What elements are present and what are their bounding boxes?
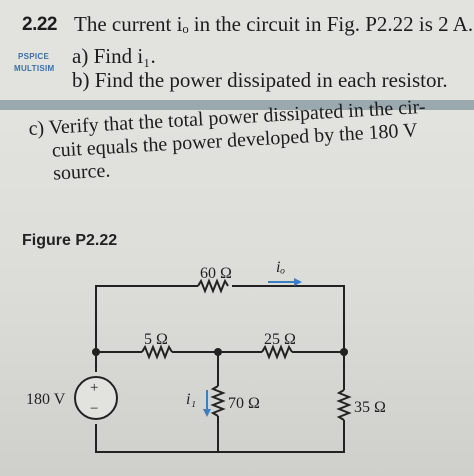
resistor-35 (336, 389, 352, 421)
section-divider (0, 100, 474, 110)
label-25-ohm: 25 Ω (264, 331, 296, 348)
resistor-70 (210, 385, 226, 417)
problem-statement: The current iₒ in the circuit in Fig. P2… (74, 12, 474, 36)
resistor-60 (197, 278, 229, 294)
label-180-volt: 180 V (26, 391, 66, 408)
label-60-ohm: 60 Ω (200, 265, 232, 282)
figure-title: Figure P2.22 (22, 232, 118, 249)
voltage-source (74, 376, 118, 420)
junction-middle (214, 348, 222, 356)
source-minus: − (90, 401, 98, 417)
resistor-25 (261, 344, 293, 360)
part-b: b) Find the power dissipated in each res… (72, 68, 448, 92)
circuit-wires (95, 285, 345, 453)
label-35-ohm: 35 Ω (354, 399, 386, 416)
label-io: iₒ (276, 259, 285, 276)
junction-left (92, 348, 100, 356)
label-5-ohm: 5 Ω (144, 331, 168, 348)
pspice-tag: PSPICE (18, 52, 50, 61)
io-arrow-head (294, 278, 302, 286)
problem-header-band (0, 0, 474, 100)
label-i1: i₁ (186, 391, 196, 408)
junction-right (340, 348, 348, 356)
multisim-tag: MULTISIM (14, 64, 55, 73)
problem-number: 2.22 (22, 14, 57, 35)
resistor-5 (141, 344, 173, 360)
label-70-ohm: 70 Ω (228, 395, 260, 412)
i1-arrow-head (203, 409, 211, 417)
source-plus: + (90, 380, 98, 396)
part-a: a) Find i₁. (72, 44, 156, 68)
